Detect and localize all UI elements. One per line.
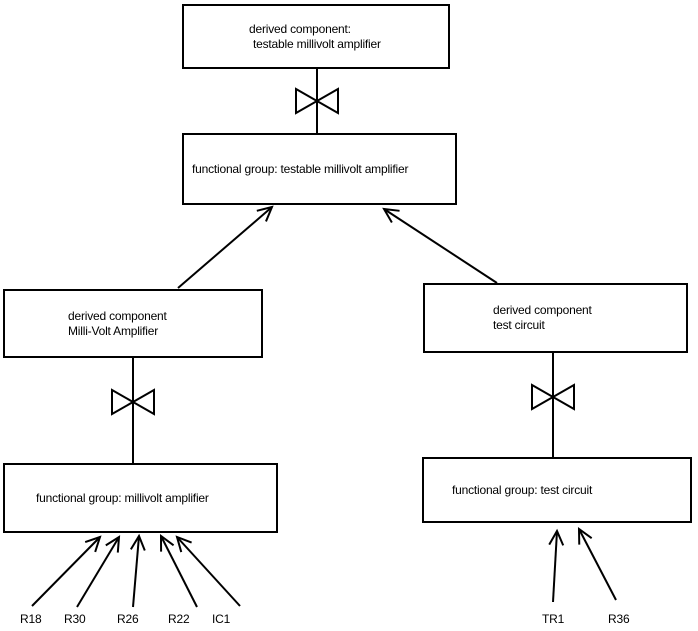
node-derived-millivolt-amplifier: derived component Milli-Volt Amplifier — [3, 289, 263, 358]
node-label: functional group: testable millivolt amp… — [192, 161, 409, 176]
node-label-line2: test circuit — [493, 318, 545, 332]
component-arrow-r18 — [31, 535, 102, 607]
node-derived-test-circuit: derived component test circuit — [423, 283, 688, 353]
bowtie-icon-right — [531, 383, 575, 411]
component-label-r30: R30 — [64, 612, 86, 626]
node-label: functional group: millivolt amplifier — [36, 490, 209, 505]
generalization-arrow-right — [382, 207, 498, 284]
component-label-r36: R36 — [608, 612, 630, 626]
bowtie-icon-top — [295, 87, 339, 115]
node-label-line2: testable millivolt amplifier — [253, 36, 381, 51]
node-functional-group-millivolt-amplifier: functional group: millivolt amplifier — [3, 463, 278, 533]
component-label-r22: R22 — [168, 612, 190, 626]
node-functional-group-testable-millivolt-amplifier: functional group: testable millivolt amp… — [182, 133, 457, 205]
component-arrow-r22 — [159, 534, 198, 608]
generalization-arrow-left — [177, 205, 274, 289]
node-label-line2: Milli-Volt Amplifier — [68, 323, 159, 338]
component-label-ic1: IC1 — [212, 612, 231, 626]
component-label-r26: R26 — [117, 612, 139, 626]
node-label-line1: derived component — [493, 303, 592, 317]
component-arrow-ic1 — [175, 535, 241, 607]
component-arrow-r30 — [76, 535, 121, 608]
node-label-line1: derived component — [68, 308, 167, 323]
component-label-r18: R18 — [20, 612, 42, 626]
node-functional-group-test-circuit: functional group: test circuit — [422, 457, 692, 523]
component-arrow-tr1 — [548, 528, 565, 603]
component-label-tr1: TR1 — [542, 612, 565, 626]
component-arrow-r36 — [577, 527, 617, 601]
node-label: functional group: test circuit — [452, 482, 593, 497]
node-derived-testable-millivolt-amplifier: derived component: testable millivolt am… — [182, 4, 450, 69]
component-arrow-r26 — [129, 533, 146, 608]
node-label-line1: derived component: — [249, 21, 351, 36]
bowtie-icon-left — [111, 388, 155, 416]
